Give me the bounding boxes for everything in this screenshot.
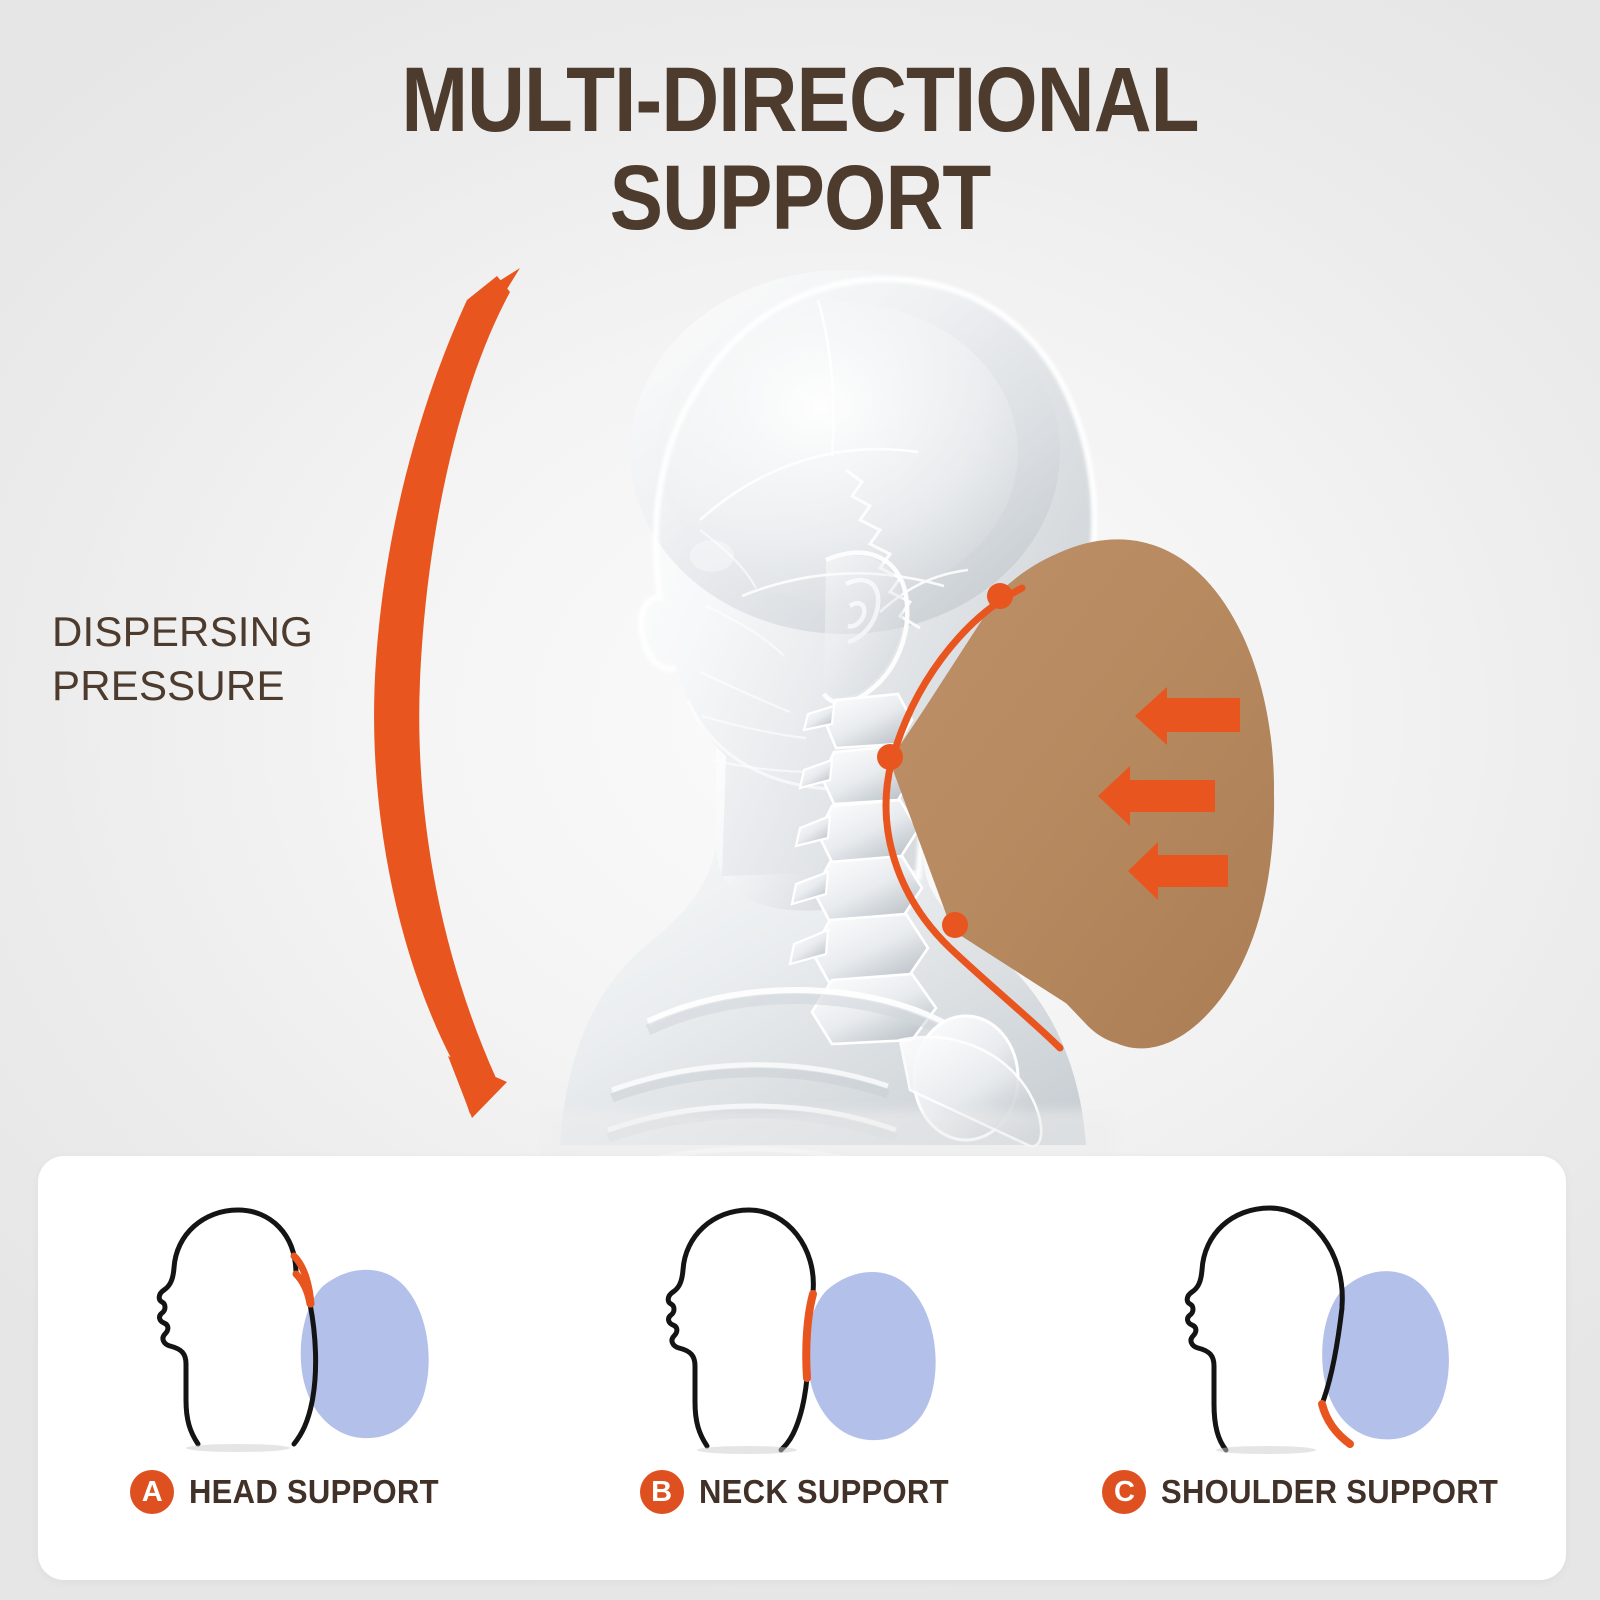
dispersing-pressure-arrow bbox=[374, 268, 520, 1118]
highlight-head-a2 bbox=[290, 1252, 315, 1308]
shoulder-support-diagram bbox=[1185, 1205, 1450, 1454]
title-line-1: MULTI-DIRECTIONAL bbox=[401, 49, 1199, 151]
humeral-head bbox=[912, 1014, 1020, 1142]
page-title: MULTI-DIRECTIONAL SUPPORT bbox=[0, 49, 1600, 249]
cervical-spine bbox=[788, 692, 938, 1046]
dispersing-pressure-line-2: PRESSURE bbox=[52, 661, 285, 709]
ear-fill bbox=[824, 555, 904, 698]
label-head-support: HEAD SUPPORT bbox=[189, 1473, 440, 1510]
badge-a: A bbox=[130, 1470, 175, 1514]
pillow-shape-a bbox=[300, 1269, 429, 1439]
curved-arrow-head-bottom bbox=[448, 1056, 507, 1118]
highlight-shoulder-c bbox=[1318, 1400, 1355, 1448]
head-outline-b bbox=[665, 1207, 816, 1449]
neck-support-label-row: B NECK SUPPORT bbox=[639, 1470, 965, 1514]
figure-shadow-a bbox=[185, 1444, 290, 1452]
pressure-contour-line bbox=[877, 583, 1064, 1052]
curved-double-arrow bbox=[374, 276, 510, 1114]
contour-pillow bbox=[890, 539, 1275, 1049]
head-support-label-row: A HEAD SUPPORT bbox=[130, 1470, 455, 1514]
body-rim-light bbox=[638, 276, 1098, 881]
clavicle bbox=[646, 987, 989, 1059]
pillow-shape bbox=[890, 541, 1275, 1049]
torso-shape bbox=[560, 760, 1086, 1145]
mandible-line bbox=[686, 699, 895, 792]
skull-suture-lines bbox=[699, 299, 969, 613]
contact-point-neck bbox=[877, 744, 903, 770]
figure-shadow-b bbox=[696, 1446, 797, 1454]
skull-dome bbox=[630, 270, 1060, 634]
shoulder-support-label-row: C SHOULDER SUPPORT bbox=[1102, 1470, 1520, 1514]
brain-cavity bbox=[658, 302, 1018, 602]
pressure-arrow-bottom bbox=[1128, 842, 1228, 900]
head-support-diagram bbox=[156, 1207, 429, 1452]
head-outline-c bbox=[1185, 1205, 1346, 1453]
facial-bone-lines bbox=[699, 529, 817, 774]
head-back-lower-c bbox=[1319, 1305, 1345, 1407]
highlight-neck-b bbox=[802, 1290, 817, 1382]
scapula bbox=[898, 1035, 1043, 1148]
ear-shape bbox=[822, 550, 910, 705]
title-line-2: SUPPORT bbox=[609, 146, 992, 249]
support-card-list: A HEAD SUPPORT B NEC bbox=[38, 1156, 1566, 1580]
label-neck-support: NECK SUPPORT bbox=[698, 1473, 949, 1510]
curved-arrow-head-top bbox=[466, 268, 520, 334]
figure-shadow-c bbox=[1216, 1446, 1317, 1454]
pressure-arrow-top bbox=[1135, 687, 1240, 745]
neck-shape bbox=[716, 690, 922, 911]
head-back-lower-b bbox=[778, 1375, 810, 1453]
support-card-neck[interactable]: B NECK SUPPORT bbox=[587, 1182, 1017, 1514]
head-silhouette bbox=[641, 278, 1095, 877]
pillow-shape-b bbox=[807, 1272, 936, 1441]
xray-body-figure bbox=[540, 270, 1120, 1177]
dispersing-pressure-label: DISPERSING PRESSURE bbox=[52, 605, 352, 713]
badge-b: B bbox=[639, 1470, 684, 1514]
head-outline-a bbox=[156, 1207, 299, 1447]
pillow-body bbox=[890, 539, 1275, 1046]
support-card-shoulder[interactable]: C SHOULDER SUPPORT bbox=[1096, 1182, 1526, 1514]
support-card-head[interactable]: A HEAD SUPPORT bbox=[78, 1182, 508, 1514]
contact-point-head bbox=[987, 583, 1013, 609]
head-back-lower-a bbox=[291, 1301, 318, 1447]
neck-support-diagram bbox=[665, 1207, 936, 1454]
pressure-arrow-middle bbox=[1098, 766, 1215, 826]
pressure-arrows bbox=[1098, 687, 1240, 900]
contour-curve bbox=[882, 584, 1064, 1052]
label-shoulder-support: SHOULDER SUPPORT bbox=[1161, 1473, 1499, 1510]
badge-c: C bbox=[1102, 1470, 1147, 1514]
shoulder-girdle bbox=[605, 987, 1043, 1177]
eye-socket bbox=[690, 540, 734, 572]
support-panel: A HEAD SUPPORT B NEC bbox=[38, 1156, 1566, 1580]
pillow-shape-c bbox=[1322, 1271, 1450, 1440]
dispersing-pressure-line-1: DISPERSING bbox=[52, 608, 314, 655]
contact-point-shoulder bbox=[942, 912, 968, 938]
lambdoid-suture bbox=[845, 468, 921, 630]
